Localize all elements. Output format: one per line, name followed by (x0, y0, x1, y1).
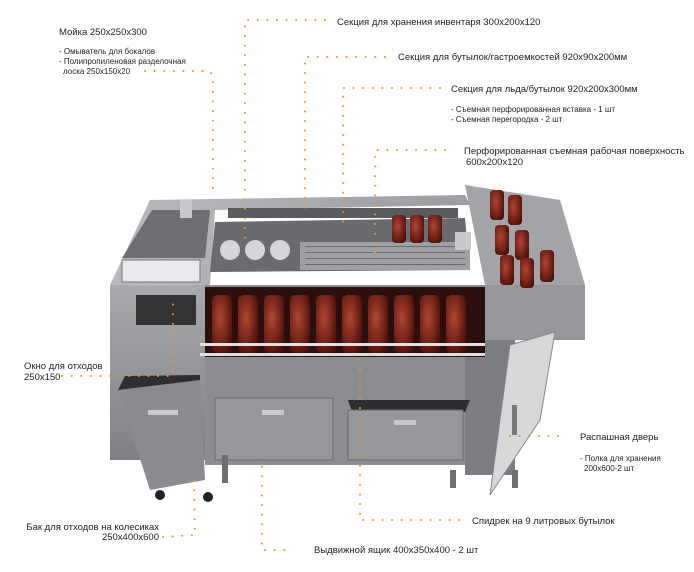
ice-section-item: - Съемная перфорированная вставка - 1 шт (451, 105, 615, 114)
ice-section-item: - Съемная перегородка - 2 шт (451, 115, 563, 124)
ice-section-label: Секция для льда/бутылок 920x200x300мм (451, 84, 638, 95)
door-item: 200x600-2 шт (584, 464, 635, 473)
open-door (450, 331, 556, 496)
waste-window-label: Окно для отходов (24, 361, 103, 372)
leader-lines (61, 19, 566, 551)
perforated-surface-label: Перфорированная съемная рабочая поверхно… (464, 146, 685, 157)
drawer-label: Выдвижной ящик 400x350x400 - 2 шт (314, 545, 479, 556)
perforated-surface-size: 600x200x120 (466, 157, 524, 168)
inventory-label: Секция для хранения инвентаря 300x200x12… (337, 17, 541, 28)
waste-bin-label: Бак для отходов на колесиках (26, 522, 159, 533)
drawers (214, 397, 470, 461)
bottles-gastro-label: Секция для бутылок/гастроемкостей 920x90… (398, 52, 628, 63)
waste-bin-size: 250x400x600 (101, 532, 159, 543)
sink-item: - Омыватель для бокалов (59, 47, 156, 56)
sink-item: лоска 250x150x20 (63, 67, 131, 76)
top-bottles (392, 190, 554, 288)
sink-item: - Полипропиленовая разделочная (59, 57, 186, 66)
sink-title: Мойка 250x250x300 (59, 27, 147, 38)
waste-bin (118, 375, 228, 502)
speed-rail-label: Спидрек на 9 литровых бутылок (472, 516, 615, 527)
waste-window-size: 250x150 (24, 372, 61, 383)
speed-rail-bottles (200, 287, 485, 357)
door-item: - Полка для хранения (580, 454, 661, 463)
door-label: Распашная дверь (580, 432, 659, 443)
